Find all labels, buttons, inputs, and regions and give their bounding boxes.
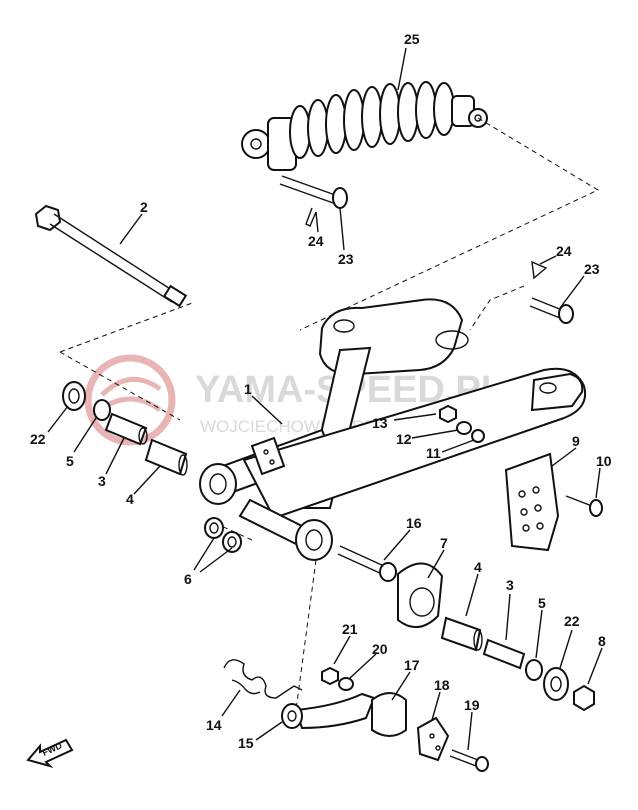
label-11: 11 [426,445,441,461]
label-10: 10 [596,453,612,469]
forward-arrow-icon: FWD [26,738,74,768]
shock-spring [289,81,455,159]
bolt-16 [337,545,397,582]
label-5-right: 5 [538,595,546,611]
label-3-right: 3 [506,577,514,593]
label-8: 8 [598,633,606,649]
label-20: 20 [372,641,388,657]
label-4-left: 4 [126,491,134,507]
label-1: 1 [244,381,252,397]
label-9: 9 [572,433,580,449]
label-3-left: 3 [98,473,106,489]
thrust-washers [204,517,242,553]
label-4-right: 4 [474,559,482,575]
label-18: 18 [434,677,450,693]
label-15: 15 [238,735,254,751]
watermark-logo-icon [84,354,176,446]
label-13: 13 [372,415,388,431]
relay-arm [397,562,444,628]
lower-link-parts [223,659,489,772]
label-14: 14 [206,717,222,733]
label-24-right: 24 [556,243,572,259]
pivot-shaft [34,204,188,308]
label-22-right: 22 [564,613,580,629]
swing-arm [199,298,586,561]
label-22-left: 22 [30,431,46,447]
label-21: 21 [342,621,358,637]
label-6: 6 [184,571,192,587]
label-12: 12 [396,431,412,447]
label-5-left: 5 [66,453,74,469]
upper-right-bolt [529,260,574,324]
part-labels: 25 2 24 23 24 23 1 22 5 3 4 13 12 11 9 1… [30,31,612,751]
left-bushing-set [62,381,188,476]
label-23-right: 23 [584,261,600,277]
right-bushing-set [440,616,595,712]
label-2: 2 [140,199,148,215]
label-19: 19 [464,697,480,713]
label-16: 16 [406,515,422,531]
chain-guide-bracket [504,452,603,552]
label-17: 17 [404,657,420,673]
shock-lower-bolt [279,175,348,227]
label-23-shock: 23 [338,251,354,267]
nut-washer-set [439,404,485,443]
leader-lines [47,47,603,751]
label-24-shock: 24 [308,233,324,249]
rear-shock-absorber [241,81,488,171]
label-7: 7 [440,535,448,551]
label-25: 25 [404,31,420,47]
